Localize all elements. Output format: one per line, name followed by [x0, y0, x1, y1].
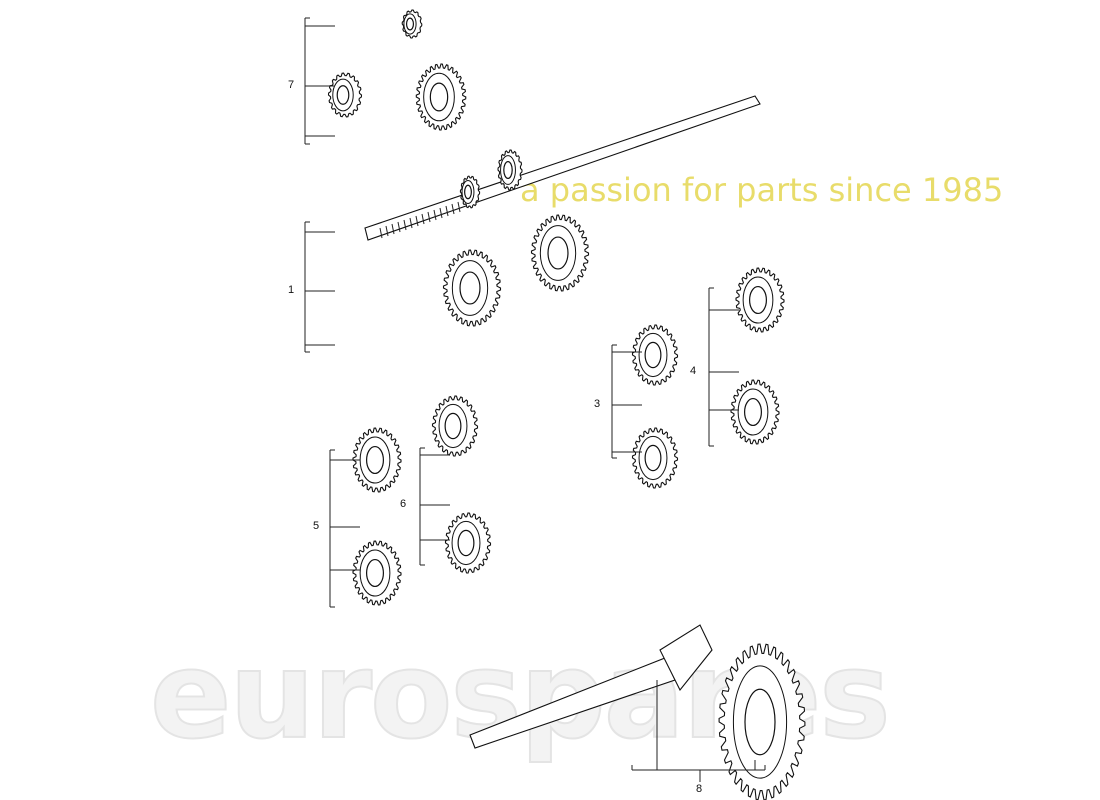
- gear-7a-bore: [405, 17, 415, 31]
- pinion-head: [659, 624, 713, 692]
- shaft-spline: [445, 205, 449, 217]
- gear-7b-bore: [336, 85, 350, 105]
- callout-7[interactable]: 7: [288, 79, 295, 91]
- callout-6[interactable]: 6: [400, 498, 407, 510]
- gear-7a-face: [403, 13, 417, 35]
- gear-4a-bore: [748, 285, 767, 315]
- ring-gear-face: [732, 665, 788, 779]
- gear-1b-face: [539, 225, 577, 281]
- shaft-gear-large-bore: [503, 161, 513, 180]
- shaft-spline: [397, 221, 401, 233]
- gear-7c-face: [423, 72, 455, 122]
- callout-8[interactable]: 8: [696, 783, 703, 795]
- shaft-spline: [385, 225, 389, 237]
- gear-4a-face: [742, 276, 774, 324]
- shaft-spline: [403, 219, 407, 231]
- shaft-spline: [433, 209, 437, 221]
- callout-5[interactable]: 5: [313, 520, 320, 532]
- shaft-spline: [391, 223, 395, 235]
- gear-5a-face: [359, 436, 391, 484]
- gear-1b-bore: [547, 236, 569, 270]
- gear-5b-face: [359, 549, 391, 597]
- gear-3b-face: [638, 435, 668, 481]
- gear-1a-face: [451, 260, 489, 316]
- gear-6b-face: [451, 520, 481, 566]
- shaft-spline: [439, 207, 443, 219]
- shaft-spline: [427, 211, 431, 223]
- callout-4[interactable]: 4: [690, 365, 697, 377]
- shaft-gear-large-face: [500, 155, 516, 185]
- shaft-spline: [457, 201, 461, 213]
- shaft-gear-small-bore: [464, 184, 472, 200]
- shaft-spline: [409, 217, 413, 229]
- shaft-spline: [421, 213, 425, 225]
- gear-3a-face: [638, 332, 668, 378]
- gear-4b-face: [737, 388, 769, 436]
- shaft-spline: [415, 215, 419, 227]
- gear-6a-bore: [444, 412, 462, 440]
- gear-1a-bore: [459, 271, 481, 305]
- callout-1[interactable]: 1: [288, 284, 295, 296]
- shaft-gear-small-face: [461, 179, 475, 205]
- ring-gear-bore: [744, 688, 776, 756]
- gear-7b-face: [332, 78, 354, 112]
- gear-5a-bore: [366, 445, 385, 475]
- shaft-spline: [451, 203, 455, 215]
- gear-6b-bore: [457, 529, 475, 557]
- gear-7c-bore: [429, 82, 449, 112]
- gear-4b-bore: [743, 397, 762, 427]
- gear-3b-bore: [644, 444, 662, 472]
- callout-3[interactable]: 3: [594, 398, 601, 410]
- shaft-spline: [379, 227, 383, 239]
- gear-5b-bore: [366, 558, 385, 588]
- gear-6a-face: [438, 403, 468, 449]
- pinion-shaft: [469, 657, 676, 749]
- watermark-tagline: a passion for parts since 1985: [520, 171, 1004, 209]
- gear-3a-bore: [644, 341, 662, 369]
